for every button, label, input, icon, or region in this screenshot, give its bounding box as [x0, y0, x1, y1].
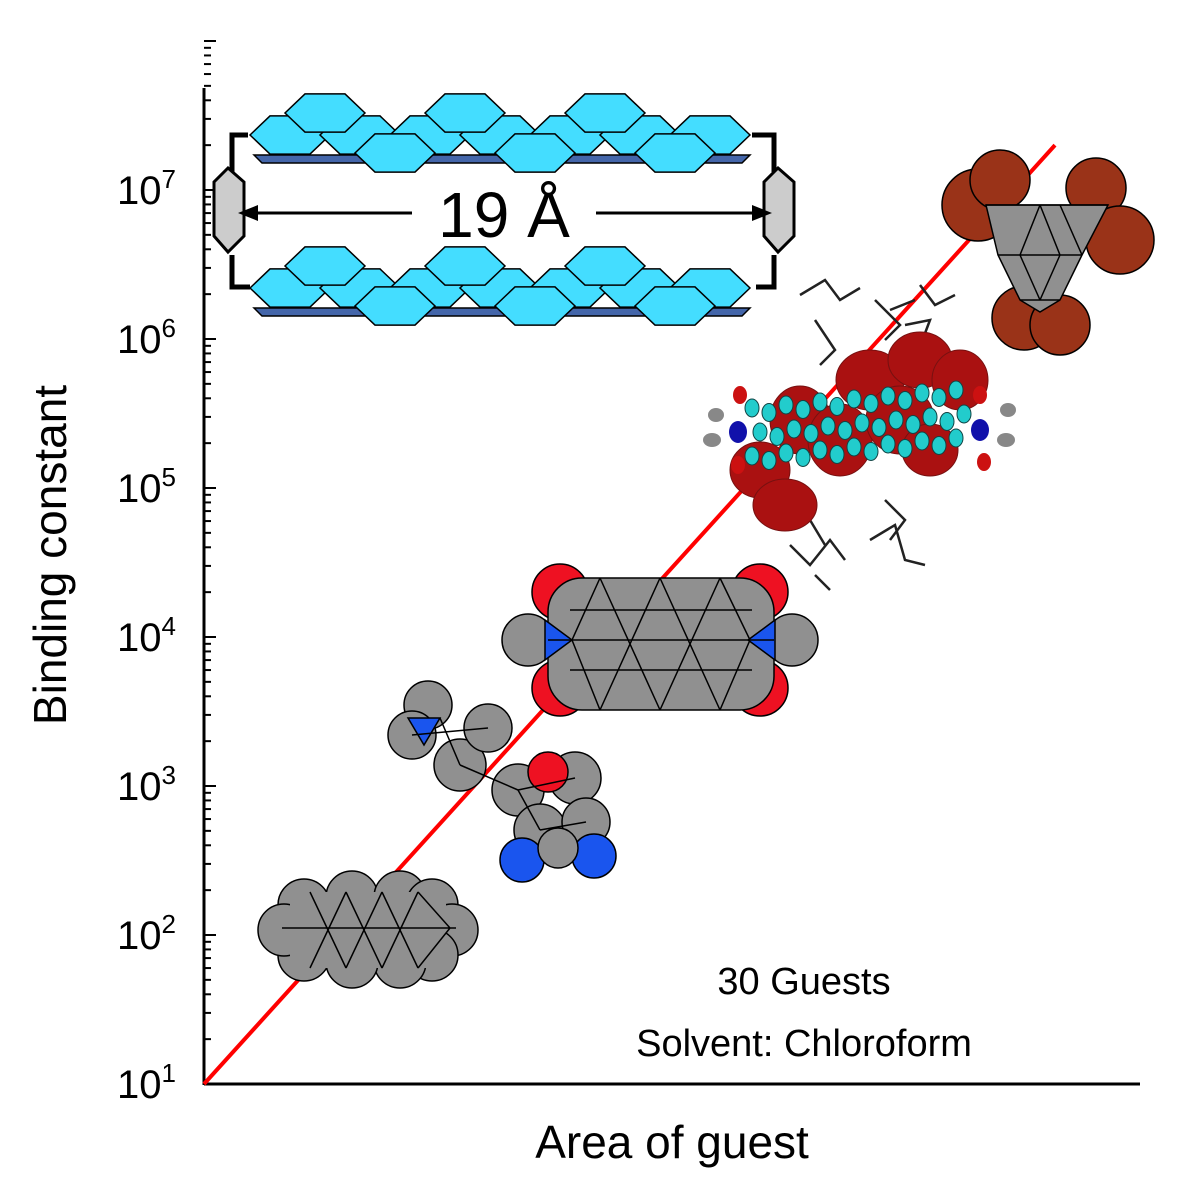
carbon-ellipsoid [820, 416, 836, 436]
carbon-ellipsoid [880, 434, 896, 454]
y-ticks [204, 40, 216, 1085]
graphene-sheet-top [248, 93, 752, 173]
carbon-ellipsoid [761, 451, 777, 470]
guest-molecule-diimide [501, 563, 819, 717]
carbon-ellipsoid [795, 400, 811, 419]
y-tick-labels: 101 102 103 104 105 106 107 [117, 164, 176, 1107]
graphene-hexagon [493, 133, 577, 173]
carbon-ellipsoid [829, 397, 845, 416]
y-tick-label: 104 [117, 611, 176, 660]
y-axis-label: Binding constant [24, 385, 76, 725]
carbon-ellipsoid [778, 395, 794, 415]
carbon-ellipsoid [914, 383, 930, 403]
carbon-ellipsoid [939, 412, 955, 431]
carbon-ellipsoid [744, 398, 760, 418]
carbon-ellipsoid [863, 394, 879, 413]
carbon-ellipsoid [769, 427, 785, 446]
carbon-ellipsoid [914, 431, 930, 451]
arrowhead-left-icon [238, 205, 258, 221]
y-tick-label: 102 [117, 909, 176, 958]
host-molecule-illustration: 19 Å [212, 93, 796, 326]
carbon-ellipsoid [931, 436, 947, 455]
y-axis: 101 102 103 104 105 106 107 [117, 40, 216, 1107]
graphene-hexagon [353, 133, 437, 173]
y-tick-label: 105 [117, 462, 176, 511]
carbon-ellipsoid [905, 415, 921, 434]
graphene-hexagon [633, 286, 717, 326]
arrowhead-right-icon [752, 205, 772, 221]
carbon-ellipsoid [846, 437, 862, 457]
host-cap-right [762, 165, 796, 255]
carbon-ellipsoid [761, 403, 777, 422]
guest-molecule-brominated [941, 149, 1155, 356]
carbon-ellipsoid [744, 446, 760, 466]
carbon-ellipsoid [871, 418, 887, 437]
graphene-hexagon [633, 133, 717, 173]
y-tick-label: 103 [117, 760, 176, 809]
carbon-ellipsoid [803, 424, 819, 443]
graphene-hexagon [283, 93, 367, 133]
carbon-ellipsoid [880, 386, 896, 406]
carbon-ellipsoid [922, 407, 938, 427]
y-tick-label: 107 [117, 164, 176, 213]
carbon-ellipsoid [948, 380, 964, 400]
end-groups [703, 386, 1016, 474]
carbon-ellipsoid [897, 439, 913, 458]
carbon-ellipsoid [854, 413, 870, 433]
y-tick-label: 106 [117, 313, 176, 362]
carbon-ellipsoid [837, 421, 853, 440]
carbon-ellipsoid [897, 391, 913, 410]
graphene-sheet-bottom [248, 246, 752, 326]
distance-label: 19 Å [438, 179, 570, 251]
x-axis-label: Area of guest [535, 1116, 809, 1168]
carbon-ellipsoid [888, 410, 904, 430]
carbon-ellipsoid [863, 442, 879, 461]
carbon-ellipsoid [795, 448, 811, 467]
carbon-ellipsoid [931, 388, 947, 407]
graphene-hexagon [423, 93, 507, 133]
graphene-hexagon [283, 246, 367, 286]
guest-crystal-structure [703, 278, 1016, 591]
guest-molecule-azaaromatic [387, 680, 617, 883]
graphene-hexagon [563, 93, 647, 133]
graphene-hexagon [563, 246, 647, 286]
host-cap-left [212, 165, 246, 255]
annotation-solvent: Solvent: Chloroform [636, 1023, 972, 1065]
carbon-ellipsoid [786, 419, 802, 439]
y-tick-label: 101 [117, 1058, 176, 1107]
graphene-hexagon [493, 286, 577, 326]
carbon-ellipsoid [812, 440, 828, 460]
graphene-hexagon [423, 246, 507, 286]
carbon-ellipsoid [829, 445, 845, 464]
guest-molecule-pyrene [257, 870, 479, 989]
carbon-ellipsoid [778, 443, 794, 463]
atom-ellipsoids [744, 380, 972, 470]
carbon-ellipsoid [948, 428, 964, 448]
carbon-ellipsoid [752, 422, 768, 442]
graphene-hexagon [353, 286, 437, 326]
carbon-ellipsoid [956, 404, 972, 424]
carbon-ellipsoid [846, 389, 862, 409]
annotation-guest-count: 30 Guests [717, 961, 890, 1003]
carbon-ellipsoid [812, 392, 828, 412]
host-linker-left [229, 132, 250, 290]
host-linker-right [752, 132, 777, 290]
